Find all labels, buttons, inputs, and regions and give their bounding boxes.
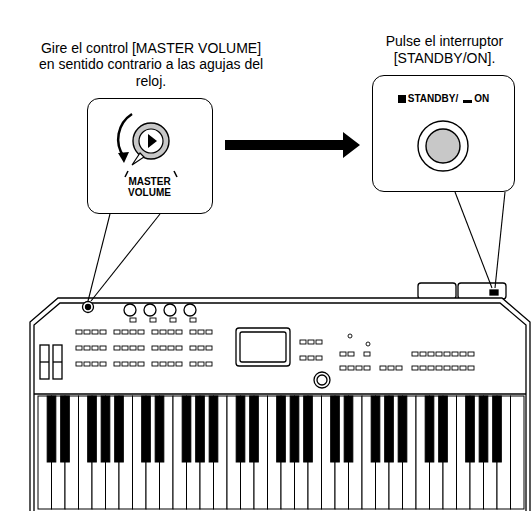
key-bed-edge bbox=[34, 393, 526, 394]
leader-line bbox=[91, 214, 160, 301]
display bbox=[236, 328, 290, 366]
switch-label: ON bbox=[474, 93, 489, 104]
switch-label-row: STANDBY/ON bbox=[373, 93, 514, 104]
switch-label: STANDBY/ bbox=[408, 93, 458, 104]
data-dial bbox=[317, 375, 327, 385]
master-volume-knob bbox=[83, 302, 94, 313]
standby-switch bbox=[490, 290, 498, 295]
knob bbox=[164, 304, 176, 316]
keyboard-body-inner bbox=[34, 303, 526, 511]
pitch-wheel bbox=[40, 345, 49, 379]
wheel-mark bbox=[40, 361, 49, 362]
knob bbox=[124, 304, 136, 316]
rear-panel bbox=[458, 283, 506, 299]
rear-panel bbox=[418, 283, 456, 299]
released-symbol bbox=[463, 100, 472, 103]
knob bbox=[144, 304, 156, 316]
control-label: MASTER VOLUME bbox=[120, 177, 180, 198]
leader-line bbox=[455, 192, 492, 288]
leader-line bbox=[88, 214, 110, 301]
callout-box: Pulse el interruptor [STANDBY/ON].STANDB… bbox=[372, 75, 515, 192]
leader-line bbox=[495, 192, 505, 288]
step-arrow bbox=[225, 132, 360, 158]
master-volume-knob bbox=[86, 305, 91, 310]
keyboard-body bbox=[30, 298, 530, 511]
callout-box: Gire el control [MASTER VOLUME] en senti… bbox=[87, 98, 213, 214]
mod-wheel bbox=[53, 345, 62, 379]
wheel-mark bbox=[53, 361, 62, 362]
display-screen bbox=[240, 332, 286, 362]
instruction-text: Gire el control [MASTER VOLUME] en senti… bbox=[35, 40, 267, 90]
data-dial bbox=[314, 372, 330, 388]
instruction-text: Pulse el interruptor [STANDBY/ON]. bbox=[362, 33, 528, 67]
button-rows bbox=[76, 318, 474, 370]
knob bbox=[184, 304, 196, 316]
keys bbox=[38, 396, 524, 509]
pressed-symbol bbox=[398, 95, 406, 103]
